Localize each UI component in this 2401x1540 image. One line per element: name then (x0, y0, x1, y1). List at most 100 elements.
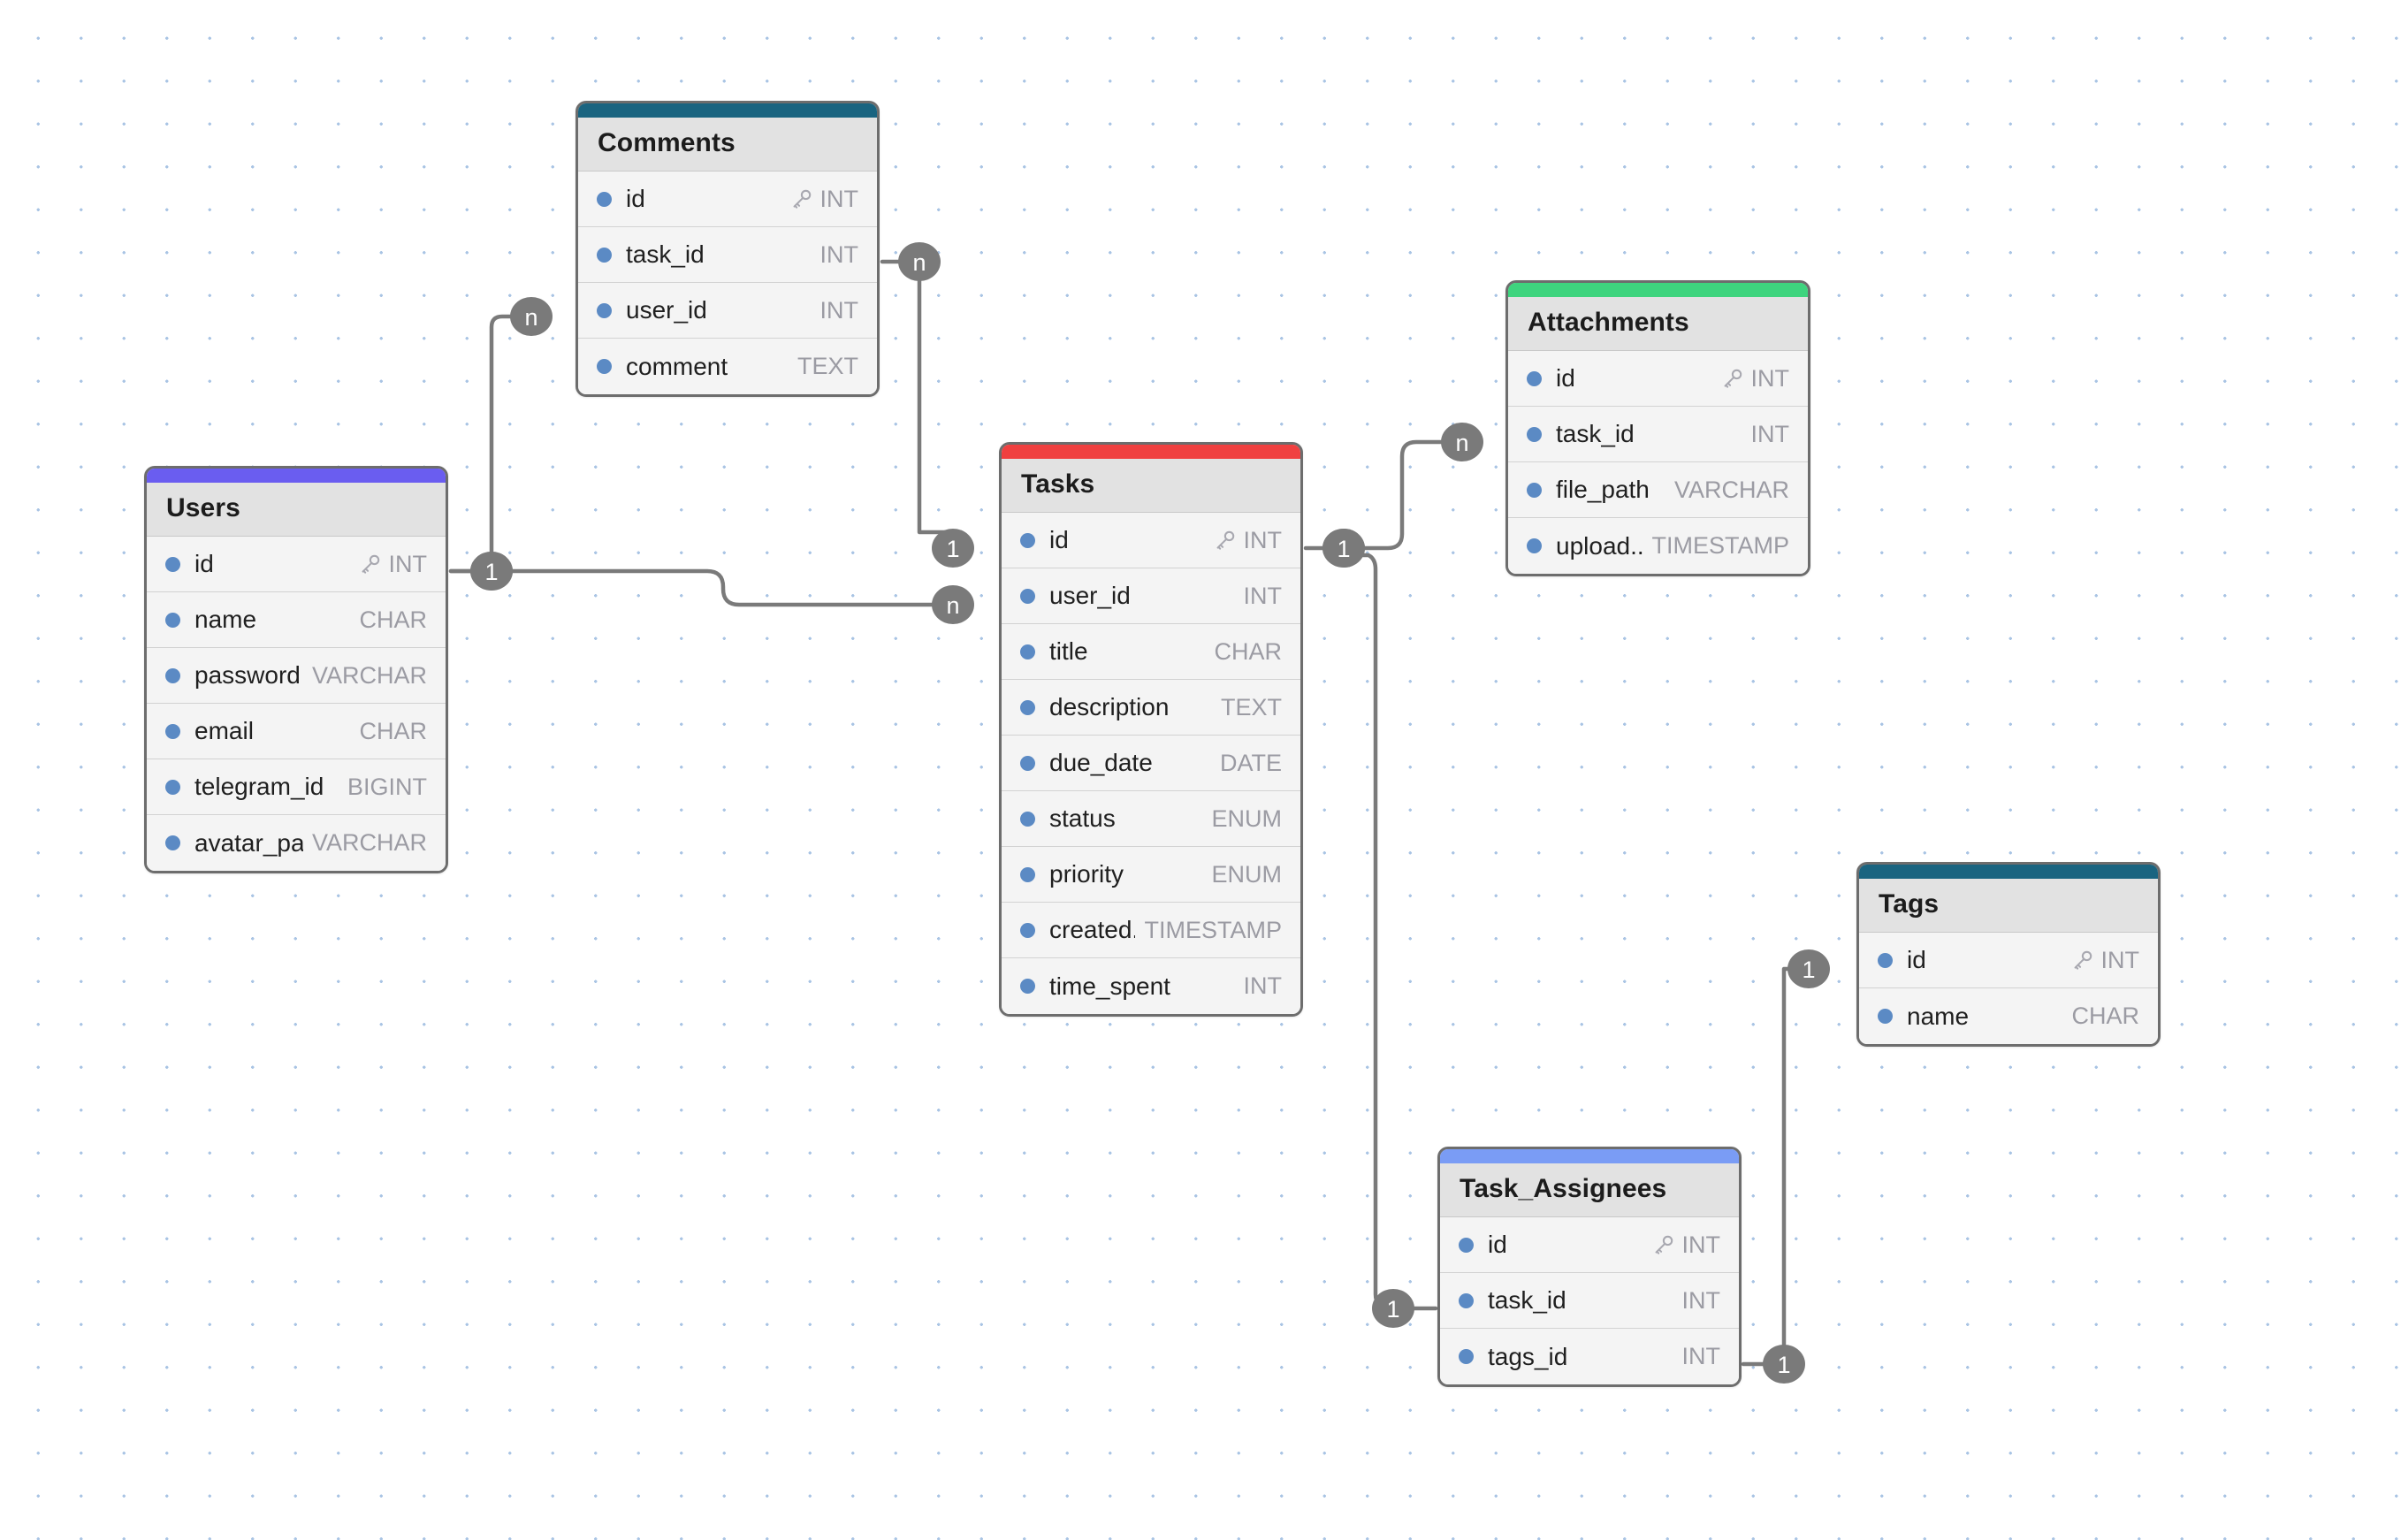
relationship-tasks-task-assignees[interactable]: 11 (1322, 529, 1438, 1328)
field-type: TIMESTAMP (1144, 916, 1282, 943)
field-type: CHAR (359, 717, 427, 744)
relationship-users-tasks[interactable]: 1n (448, 552, 974, 624)
field-row[interactable]: title CHAR (1002, 624, 1300, 680)
table-accent-bar (578, 103, 877, 118)
table-header[interactable]: Tags (1859, 879, 2158, 933)
field-name: title (1049, 637, 1088, 665)
field-bullet-icon (1459, 1349, 1474, 1364)
table-header[interactable]: Attachments (1508, 297, 1808, 351)
svg-text:n: n (524, 304, 537, 331)
svg-text:1: 1 (1386, 1296, 1399, 1323)
svg-text:1: 1 (946, 536, 959, 562)
relationship-task-assignees-tags[interactable]: 11 (1741, 949, 1830, 1384)
field-type: INT (1681, 1286, 1721, 1314)
field-type-group: CHAR (359, 718, 427, 745)
table-header[interactable]: Comments (578, 118, 877, 172)
field-type: ENUM (1211, 860, 1283, 888)
table-header[interactable]: Tasks (1002, 459, 1300, 513)
field-name: created... (1049, 916, 1135, 943)
field-name: id (1556, 364, 1575, 392)
field-bullet-icon (1527, 426, 1542, 442)
svg-text:n: n (946, 592, 959, 619)
relationship-tasks-attachments[interactable]: 1n (1303, 423, 1483, 568)
field-type-group: CHAR (2071, 1003, 2139, 1030)
field-type: CHAR (359, 606, 427, 633)
relationship-line (1303, 439, 1470, 551)
table-title: Tasks (1021, 469, 1095, 499)
table-accent-bar (1440, 1149, 1739, 1163)
field-bullet-icon (1527, 538, 1542, 553)
field-row[interactable]: upload...TIMESTAMP (1508, 518, 1808, 574)
field-bullet-icon (1527, 482, 1542, 498)
cardinality-badge-source: 1 (1322, 529, 1365, 568)
field-name: task_id (1488, 1286, 1566, 1314)
field-bullet-icon (1020, 644, 1035, 659)
relationship-line (880, 259, 964, 535)
field-name: id (1907, 946, 1926, 973)
relationship-comments-tasks[interactable]: n1 (880, 242, 974, 568)
field-row[interactable]: name CHAR (147, 592, 446, 648)
field-type-group: INT (1244, 972, 1283, 1000)
relationship-users-comments[interactable]: 1n (448, 297, 553, 591)
table-header[interactable]: Task_Assignees (1440, 1163, 1739, 1217)
field-type: INT (1681, 1343, 1721, 1369)
field-bullet-icon (1020, 866, 1035, 882)
table-header[interactable]: Users (147, 483, 446, 537)
field-name: name (194, 606, 257, 633)
field-type-group: INT (1214, 527, 1282, 554)
field-type: INT (1243, 582, 1283, 609)
field-bullet-icon (1020, 588, 1035, 604)
field-type-group: INT (1721, 364, 1790, 393)
svg-text:1: 1 (484, 559, 498, 585)
cardinality-badge-source: 1 (470, 552, 513, 591)
field-name: user_id (626, 296, 707, 324)
relationship-line (1741, 966, 1826, 1367)
field-bullet-icon (597, 191, 612, 207)
field-row[interactable]: id INT (1508, 351, 1808, 407)
field-type-group: ENUM (1212, 861, 1283, 888)
field-row[interactable]: avatar_pa...VARCHAR (147, 815, 446, 871)
field-type: INT (819, 296, 859, 324)
field-type: VARCHAR (311, 661, 427, 689)
field-row[interactable]: created... TIMESTAMP (1002, 903, 1300, 958)
field-bullet-icon (165, 835, 180, 850)
field-type: CHAR (1214, 637, 1282, 665)
field-type-group: INT (1244, 583, 1283, 610)
field-type-group: INT (820, 241, 859, 269)
field-type: INT (1750, 364, 1790, 392)
field-type: INT (1750, 420, 1790, 447)
field-type: VARCHAR (1673, 476, 1789, 503)
field-row[interactable]: user_id INT (578, 283, 877, 339)
field-type-group: CHAR (1214, 638, 1282, 666)
field-row[interactable]: task_id INT (1440, 1273, 1739, 1329)
cardinality-badge-source: 1 (1763, 1345, 1805, 1384)
field-type-group: INT (820, 297, 859, 324)
